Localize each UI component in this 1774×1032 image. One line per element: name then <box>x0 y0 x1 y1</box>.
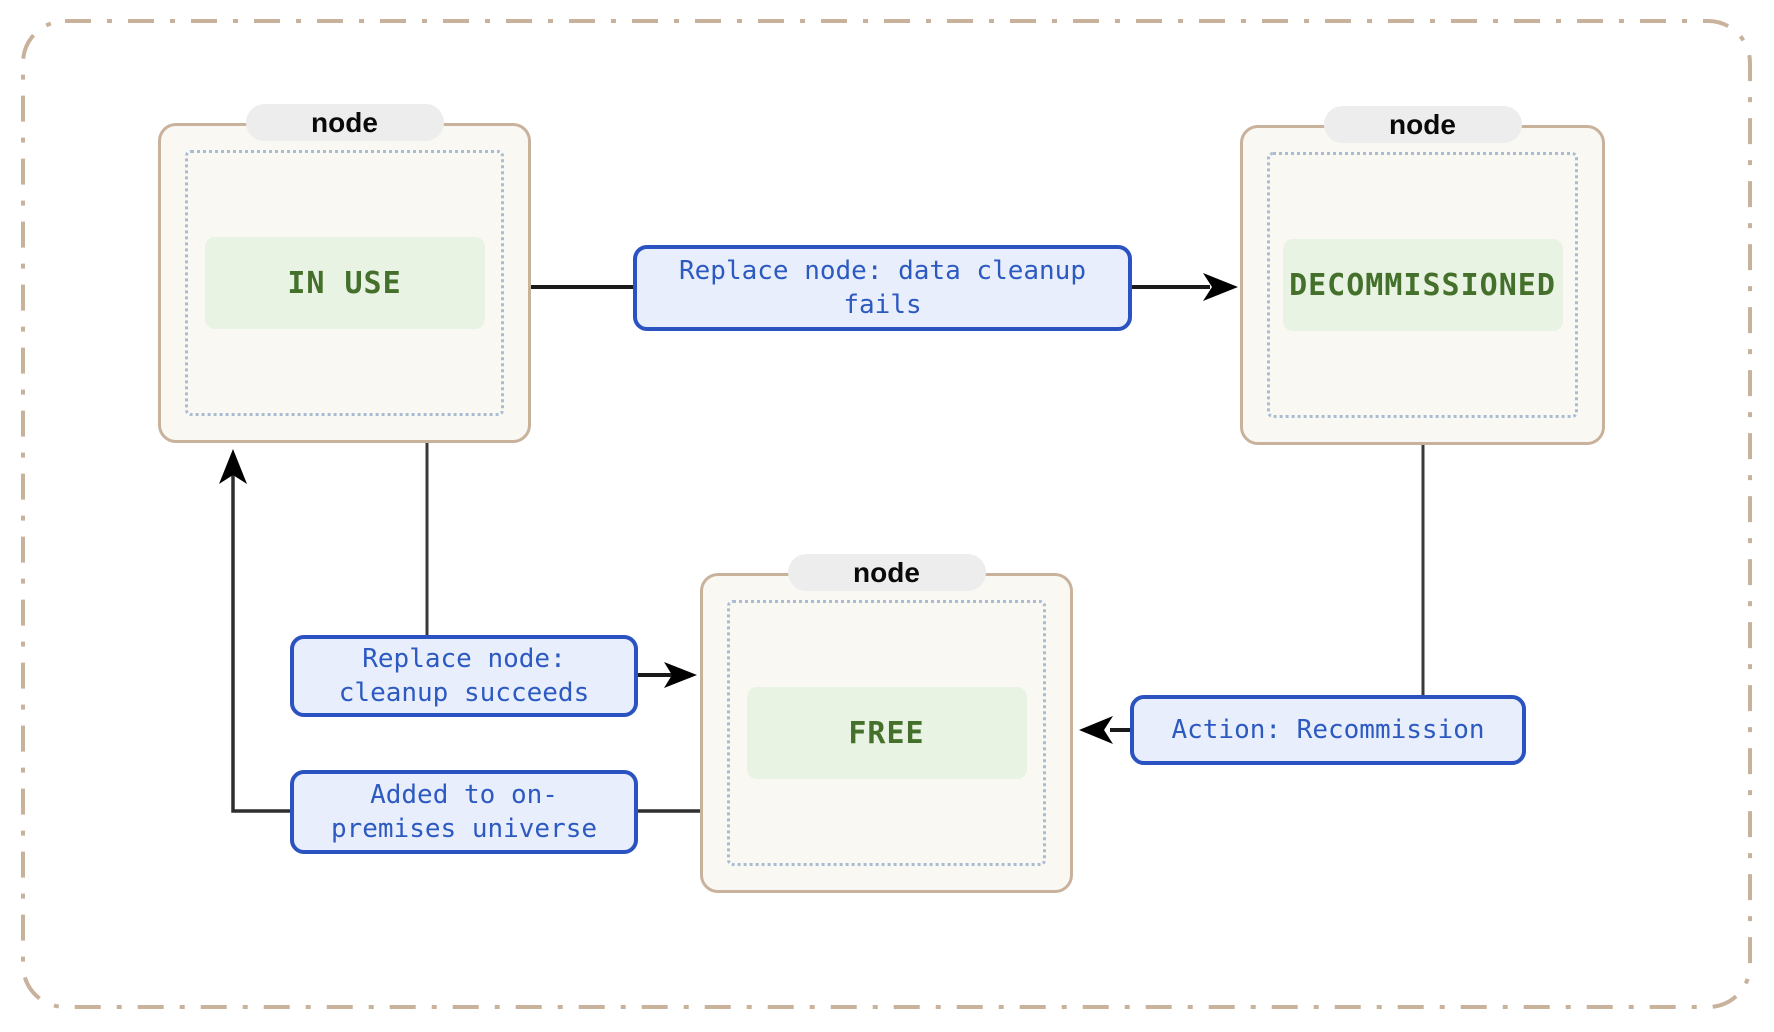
edge-label-text: Added to on-premises universe <box>330 780 598 844</box>
node-inner-dotted-border <box>185 150 504 416</box>
edge-label-replace-node-data-cleanup-fails: Replace node: data cleanup fails <box>633 245 1132 331</box>
arrowhead-into-free-right <box>1079 716 1113 744</box>
state-label: FREE <box>848 715 925 751</box>
edge-label-action-recommission: Action: Recommission <box>1130 695 1526 765</box>
edge-label-replace-node-cleanup-succeeds: Replace node: cleanup succeeds <box>290 635 638 717</box>
node-badge-label: node <box>311 106 378 138</box>
state-chip-free: FREE <box>746 687 1027 779</box>
edge-label-text: Replace node: cleanup succeeds <box>338 644 590 708</box>
node-inner-dotted-border <box>727 600 1046 866</box>
arrowhead-into-free-left <box>664 662 697 688</box>
state-label: IN USE <box>287 265 402 301</box>
node-badge-label: node <box>1389 108 1456 140</box>
node-inner-dotted-border <box>1267 152 1578 418</box>
arrowhead-into-inuse-bottom <box>219 449 247 484</box>
arrowhead-into-decommissioned <box>1203 273 1238 301</box>
outer-dashed-frame <box>21 19 1752 1009</box>
edge-label-text: Action: Recommission <box>1171 715 1485 745</box>
node-decommissioned: node DECOMMISSIONED <box>1240 106 1605 445</box>
state-chip-decommissioned: DECOMMISSIONED <box>1282 239 1563 331</box>
node-free: node FREE <box>700 554 1073 893</box>
node-type-badge: node <box>787 554 986 591</box>
state-chip-in-use: IN USE <box>204 237 485 329</box>
node-in-use: node IN USE <box>158 104 531 443</box>
node-type-badge: node <box>245 104 444 141</box>
edge-label-added-to-on-premises-universe: Added to on-premises universe <box>290 770 638 854</box>
node-badge-label: node <box>853 556 920 588</box>
node-type-badge: node <box>1323 106 1522 143</box>
edge-label-text: Replace node: data cleanup fails <box>679 256 1086 320</box>
state-label: DECOMMISSIONED <box>1289 267 1556 303</box>
